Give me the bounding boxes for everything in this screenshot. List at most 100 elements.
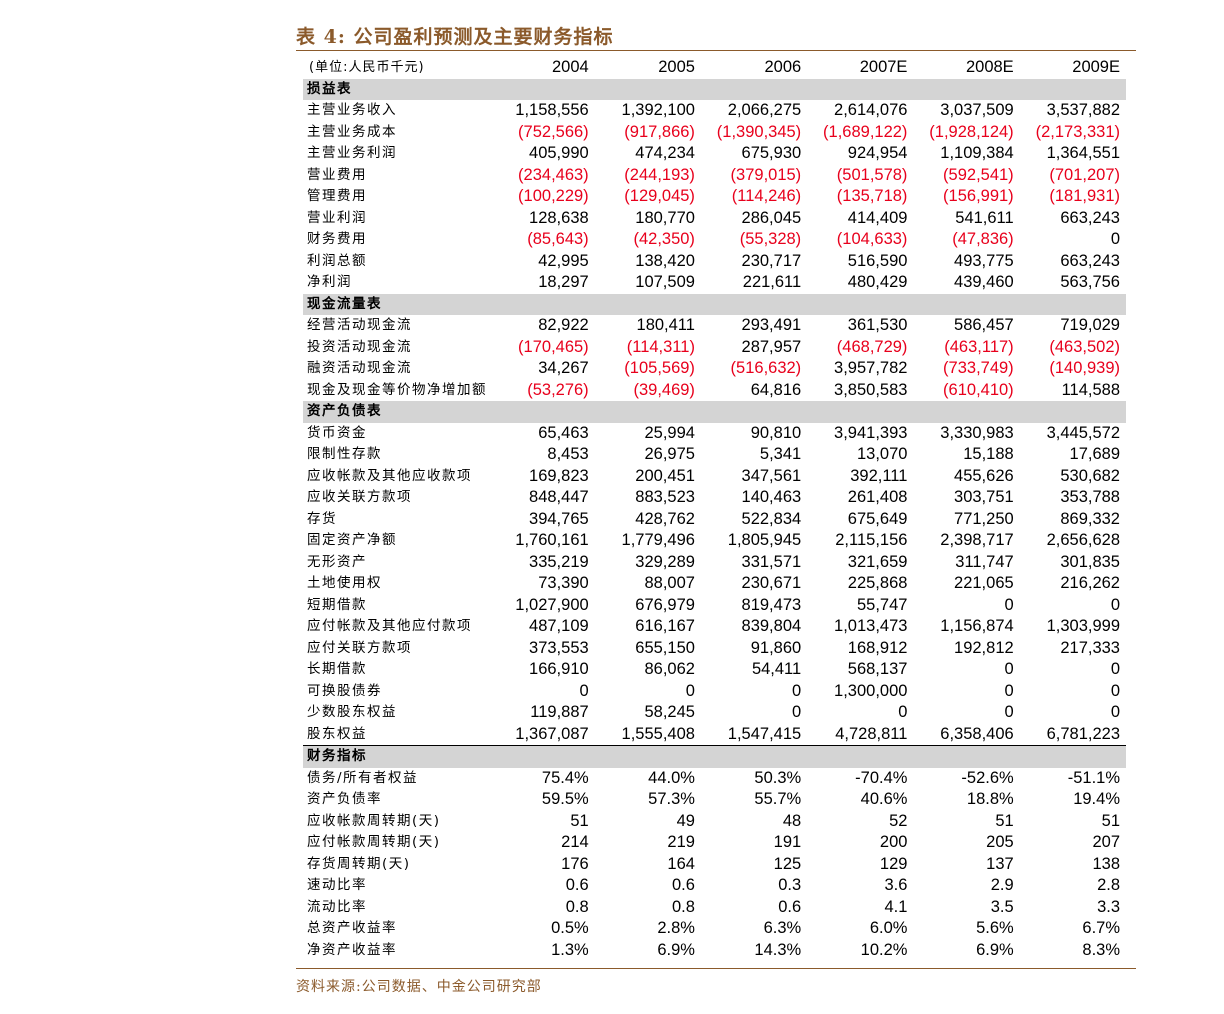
value-cell: 2.9 (990, 876, 1014, 894)
value-cell: 541,611 (955, 208, 1014, 227)
row-label: 利润总额 (307, 252, 367, 269)
value-cell: 3,957,782 (834, 359, 908, 377)
value-cell: 2,066,275 (727, 101, 802, 119)
value-cell: 0.8 (565, 897, 589, 916)
value-cell: 64,816 (750, 380, 802, 399)
value-cell: 34,267 (538, 359, 589, 377)
value-cell: 1,805,945 (727, 531, 802, 549)
value-cell: 771,250 (954, 509, 1014, 528)
value-cell: (752,566) (518, 122, 589, 141)
value-cell: 59.5% (541, 790, 589, 808)
value-cell: 52 (889, 811, 908, 830)
table-row: 财务费用(85,643)(42,350)(55,328)(104,633)(47… (303, 229, 1126, 251)
value-cell: 205 (986, 833, 1014, 851)
value-cell: 129 (879, 854, 908, 873)
value-cell: (105,569) (624, 359, 695, 377)
value-cell: 303,751 (954, 488, 1014, 506)
year-header: 2006 (764, 58, 802, 76)
value-cell: 114,588 (1061, 380, 1120, 399)
row-label: 主营业务成本 (307, 123, 397, 140)
value-cell: 516,590 (847, 251, 908, 270)
value-cell: 0.3 (778, 876, 802, 894)
value-cell: 166,910 (529, 660, 589, 678)
section-title: 现金流量表 (303, 293, 1126, 315)
value-cell: (104,633) (836, 230, 908, 248)
row-label: 应付关联方款项 (307, 639, 412, 656)
value-cell: 0.8 (672, 897, 695, 916)
value-cell: 493,775 (954, 251, 1014, 270)
value-cell: 8.3% (1082, 940, 1120, 959)
value-cell: 1,364,551 (1046, 144, 1120, 162)
value-cell: 719,029 (1060, 316, 1120, 334)
value-cell: 261,408 (847, 488, 908, 506)
value-cell: 44.0% (648, 768, 695, 787)
value-cell: 168,912 (847, 638, 908, 657)
value-cell: 1,547,415 (700, 723, 808, 746)
value-cell: 3,445,572 (1046, 423, 1120, 442)
value-cell: 321,659 (847, 552, 908, 571)
value-cell: 0 (1110, 230, 1120, 248)
value-cell: 51 (570, 811, 589, 830)
value-cell: (55,328) (739, 230, 802, 248)
value-cell: 169,823 (529, 466, 589, 485)
value-cell: 221,611 (742, 273, 802, 291)
value-cell: 924,954 (847, 144, 908, 162)
value-cell: 26,975 (644, 445, 695, 463)
value-cell: 176 (561, 854, 589, 873)
row-label: 可换股债券 (307, 682, 382, 699)
year-header: 2009E (1072, 58, 1120, 76)
value-cell: 58,245 (644, 703, 695, 721)
row-label: 现金及现金等价物净增加额 (307, 381, 487, 398)
value-cell: 6,358,406 (913, 723, 1020, 746)
value-cell: 586,457 (954, 316, 1014, 334)
value-cell: 819,473 (741, 595, 802, 614)
value-cell: 6.0% (869, 919, 908, 937)
value-cell: 1,027,900 (515, 595, 589, 614)
value-cell: 5.6% (976, 919, 1014, 937)
section-header-row: 资产负债表 (303, 401, 1126, 423)
value-cell: 200,451 (635, 466, 695, 485)
value-cell: 480,429 (847, 273, 908, 291)
value-cell: 1,158,556 (515, 101, 589, 119)
value-cell: 405,990 (529, 144, 589, 162)
row-label: 经营活动现金流 (307, 317, 412, 333)
value-cell: 2,614,076 (834, 101, 908, 119)
value-cell: 329,289 (635, 552, 695, 571)
value-cell: 221,065 (954, 574, 1014, 592)
row-label: 货币资金 (307, 424, 367, 441)
value-cell: 42,995 (538, 251, 589, 270)
value-cell: 82,922 (538, 316, 589, 334)
value-cell: 6.7% (1082, 919, 1120, 937)
value-cell: 3.3 (1097, 897, 1120, 916)
header-row: (单位:人民币千元) 2004 2005 2006 2007E 2008E 20… (303, 57, 1126, 79)
row-label: 债务/所有者权益 (307, 769, 419, 786)
value-cell: 293,491 (741, 316, 802, 334)
row-label: 净资产收益率 (307, 941, 397, 958)
value-cell: 65,463 (538, 423, 589, 442)
value-cell: 125 (773, 854, 802, 873)
value-cell: 0.6 (672, 876, 695, 894)
value-cell: 347,561 (741, 466, 802, 485)
value-cell: (114,246) (731, 187, 802, 205)
value-cell: 180,770 (635, 208, 695, 227)
row-label: 主营业务利润 (307, 145, 397, 161)
row-label: 存货 (307, 510, 337, 527)
value-cell: 0 (1004, 595, 1014, 614)
value-cell: 3,941,393 (834, 423, 908, 442)
value-cell: 848,447 (529, 488, 589, 506)
value-cell: 214 (561, 833, 589, 851)
value-cell: 51 (1101, 811, 1120, 830)
value-cell: 137 (986, 854, 1014, 873)
row-label: 股东权益 (303, 723, 489, 746)
value-cell: 6.9% (657, 940, 695, 959)
